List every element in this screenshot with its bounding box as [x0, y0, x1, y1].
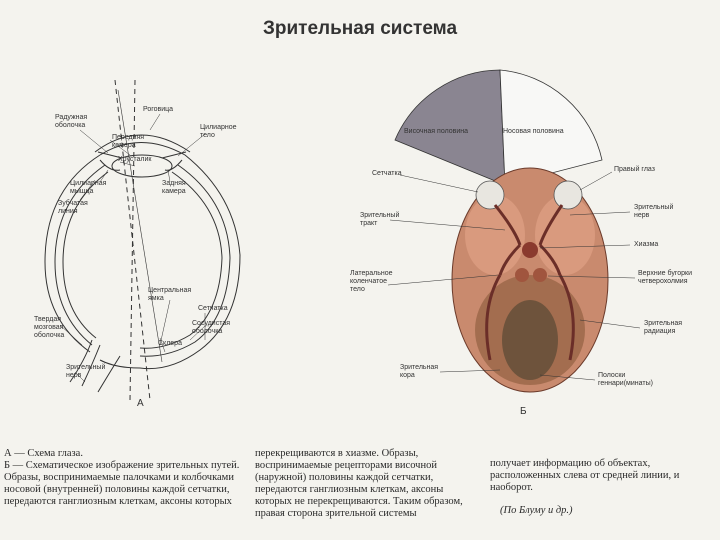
- label-chiasm: Хиазма: [634, 241, 659, 248]
- label-fovea: Центральная ямка: [148, 287, 192, 302]
- nasal-field-sector: [499, 69, 603, 186]
- label-ciliary-body: Цилиарное тело: [200, 124, 237, 139]
- label-retina: Сетчатка: [198, 305, 228, 312]
- label-visual-cortex: Зрительная кора: [400, 364, 439, 379]
- left-eye-shape: [475, 180, 505, 210]
- label-sclera: Склера: [158, 340, 182, 347]
- temporal-field-sector: [394, 69, 506, 186]
- page-title: Зрительная система: [262, 18, 458, 39]
- caption-source: (По Блуму и др.): [500, 505, 573, 516]
- sclera-outline: [99, 142, 241, 370]
- lens-outline: [111, 154, 173, 178]
- label-gennari-stripes: Полоски геннари(минаты): [598, 372, 653, 387]
- label-dura: Твердая мозговая оболочка: [34, 316, 65, 339]
- panel-letter-a: А: [137, 398, 144, 409]
- label-nasal-half: Носовая половина: [503, 128, 564, 135]
- panel-letter-b: Б: [520, 406, 527, 417]
- label-optic-tract: Зрительный тракт: [360, 212, 400, 227]
- label-choroid: Сосудистая оболочка: [192, 320, 231, 335]
- label-cornea: Роговица: [143, 106, 174, 113]
- label-ciliary-muscle: Цилиарная мышца: [70, 180, 107, 195]
- optic-nerve-outline: [69, 339, 93, 383]
- label-ora-serrata: Зубчатая линия: [58, 200, 88, 215]
- label-b-optic-nerve: Зрительный нерв: [634, 204, 674, 219]
- cornea-outline: [94, 134, 191, 153]
- label-lens: Хрусталик: [118, 156, 152, 163]
- label-superior-colliculi: Верхние бугорки четверохолмия: [638, 270, 693, 285]
- label-right-eye: Правый глаз: [614, 166, 655, 173]
- caption-column-2: перекрещиваются в хиазме. Образы, воспри…: [255, 448, 466, 519]
- label-posterior-chamber: Задняя камера: [162, 180, 186, 195]
- label-optic-nerve: Зрительный нерв: [66, 364, 106, 379]
- label-optic-radiation: Зрительная радиация: [644, 320, 683, 335]
- label-b-retina: Сетчатка: [372, 170, 402, 177]
- right-eye-shape: [553, 180, 583, 210]
- label-iris: Радужная оболочка: [55, 114, 88, 129]
- label-temporal-half: Височная половина: [404, 128, 469, 135]
- label-lgn: Латеральное коленчатое тело: [350, 270, 393, 293]
- caption-column-3: получает информацию об объектах, располо…: [490, 458, 682, 493]
- label-anterior-chamber: Передняя камера: [112, 134, 145, 149]
- caption-column-1: А — Схема глаза. Б — Схематическое изобр…: [4, 448, 240, 507]
